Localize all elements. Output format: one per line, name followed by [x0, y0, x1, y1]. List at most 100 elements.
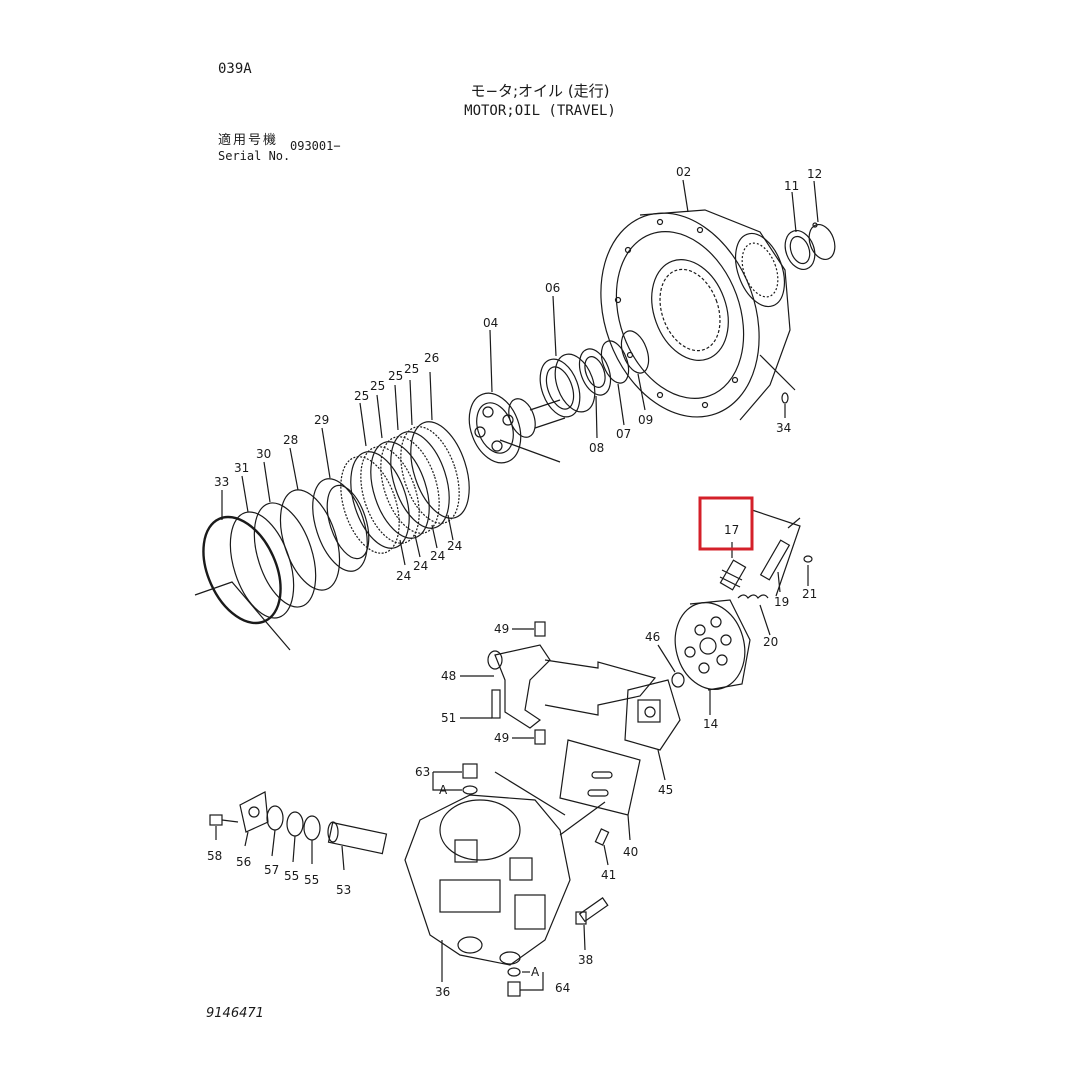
- part-48-bracket: [487, 644, 551, 729]
- leader-12: [813, 180, 819, 223]
- callout-12: 12: [807, 167, 822, 181]
- callout-28: 28: [283, 433, 298, 447]
- callout-25-b: 25: [388, 369, 403, 383]
- callout-36: 36: [435, 985, 450, 999]
- callout-64: 64: [555, 981, 570, 995]
- callout-19: 19: [774, 595, 789, 609]
- leader-64-a: [520, 972, 544, 991]
- part-17-pin: [719, 559, 747, 591]
- callout-a-top: A: [439, 783, 448, 797]
- part-29-piston: [312, 478, 370, 572]
- callout-40: 40: [623, 845, 638, 859]
- callout-26: 26: [424, 351, 439, 365]
- leader-19: [777, 571, 781, 593]
- part-02-housing: [600, 209, 791, 421]
- callout-20: 20: [763, 635, 778, 649]
- serial-label-japanese: 適用号機: [218, 133, 279, 148]
- callout-58: 58: [207, 849, 222, 863]
- part-38-bolt: [575, 897, 609, 925]
- serial-label-english: Serial No.: [218, 149, 291, 163]
- leader-20: [759, 604, 771, 636]
- part-07-ring: [600, 340, 630, 384]
- leader-25d: [359, 402, 367, 447]
- part-64-plug: [507, 967, 521, 997]
- leader-08: [595, 395, 598, 439]
- leader-46: [657, 644, 676, 673]
- part-34-plug: [781, 392, 789, 404]
- callout-24-b: 24: [413, 559, 428, 573]
- callout-29: 29: [314, 413, 329, 427]
- leader-28: [289, 447, 299, 491]
- part-58-bolt: [209, 814, 239, 826]
- callout-a-bottom: A: [531, 965, 540, 979]
- leader-assembly: [559, 801, 606, 836]
- callout-41: 41: [601, 868, 616, 882]
- callout-11: 11: [784, 179, 799, 193]
- part-33-o-ring: [202, 515, 282, 625]
- callout-48: 48: [441, 669, 456, 683]
- part-36-motor-housing: [404, 794, 571, 966]
- callout-55-a: 55: [284, 869, 299, 883]
- leader-41: [603, 844, 609, 866]
- page-title-english: MOTOR;OIL (TRAVEL): [464, 103, 616, 119]
- callout-56: 56: [236, 855, 251, 869]
- leader-24b: [414, 534, 421, 558]
- leader-04: [489, 329, 493, 393]
- part-56-flange: [239, 791, 269, 833]
- leader-04-shaft: [499, 439, 561, 463]
- part-63-plug: [462, 763, 478, 795]
- leader-40-housing: [494, 771, 566, 816]
- part-53-shaft: [327, 821, 388, 855]
- leader-55a: [292, 835, 296, 863]
- callout-31: 31: [234, 461, 249, 475]
- leader-24c: [431, 524, 438, 549]
- part-21-pin: [803, 555, 813, 563]
- leader-25c: [376, 394, 383, 439]
- part-14-cylinder-block: [674, 599, 751, 691]
- part-30-ring: [253, 502, 317, 608]
- callout-08: 08: [589, 441, 604, 455]
- part-55-ring-a: [286, 811, 304, 837]
- callout-25-a: 25: [404, 362, 419, 376]
- callout-09: 09: [638, 413, 653, 427]
- assembly-outline-48: [544, 659, 657, 716]
- leader-06: [552, 295, 557, 357]
- callout-24-c: 24: [430, 549, 445, 563]
- callout-04: 04: [483, 316, 498, 330]
- leader-25a: [409, 379, 413, 426]
- part-08-bearing: [578, 348, 612, 396]
- callout-49-bottom: 49: [494, 731, 509, 745]
- leader-45: [657, 749, 666, 781]
- part-41-pin: [594, 828, 610, 846]
- callout-55-b: 55: [304, 873, 319, 887]
- leader-07: [617, 383, 625, 426]
- callout-25-c: 25: [370, 379, 385, 393]
- part-57-o-ring: [266, 805, 284, 831]
- part-46-ball: [671, 672, 685, 688]
- part-31-ring: [229, 511, 295, 619]
- callout-02: 02: [676, 165, 691, 179]
- part-49-bolt-top: [534, 621, 546, 637]
- leader-24d: [447, 514, 454, 541]
- callout-labels: 02 11 12 06 04 08 07 09 34 26 25 25 25 2…: [207, 165, 822, 999]
- highlight-box-part-17: [698, 496, 754, 551]
- leader-31: [241, 475, 249, 513]
- callout-49-top: 49: [494, 622, 509, 636]
- part-45-valve-plate: [624, 679, 681, 751]
- callout-34: 34: [776, 421, 791, 435]
- callout-17: 17: [724, 523, 739, 537]
- callout-07: 07: [616, 427, 631, 441]
- part-11-seal: [784, 230, 816, 270]
- leader-29: [321, 427, 331, 479]
- leader-26: [429, 371, 433, 421]
- callout-53: 53: [336, 883, 351, 897]
- leader-30: [263, 461, 271, 503]
- leader-63-a: [432, 772, 462, 791]
- leader-57: [271, 829, 276, 857]
- part-19-spool: [759, 517, 801, 581]
- callout-24-d: 24: [447, 539, 462, 553]
- part-06-bearing: [539, 353, 596, 418]
- callout-21: 21: [802, 587, 817, 601]
